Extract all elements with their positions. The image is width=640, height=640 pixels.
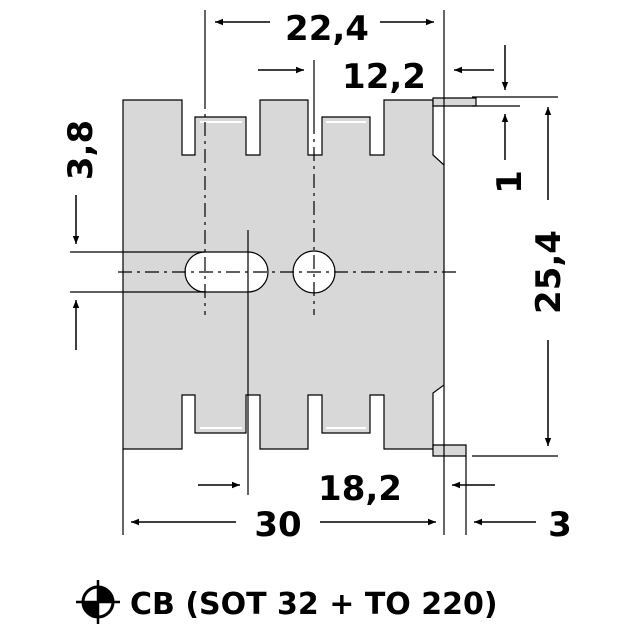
dim-30: 30 <box>254 505 301 545</box>
tab-bottom <box>432 444 467 457</box>
dim-12-2: 12,2 <box>342 57 426 97</box>
dimension-arrows <box>72 18 552 526</box>
extension-lines <box>70 10 558 535</box>
centre-mark-icon <box>76 580 120 624</box>
dim-22-4: 22,4 <box>285 9 369 49</box>
dim-3: 3 <box>548 505 572 545</box>
caption-text: CB (SOT 32 + TO 220) <box>130 587 498 622</box>
dim-25-4: 25,4 <box>529 230 569 314</box>
dim-1: 1 <box>490 170 530 194</box>
dim-3-8: 3,8 <box>61 120 101 180</box>
centre-lines <box>118 95 460 315</box>
dim-18-2: 18,2 <box>318 469 402 509</box>
tab-top <box>432 97 477 107</box>
